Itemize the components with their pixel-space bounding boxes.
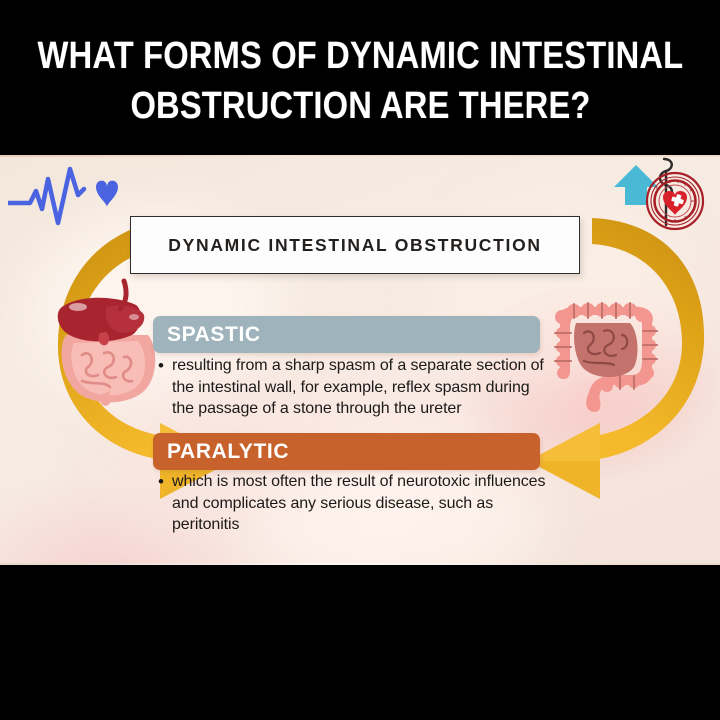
- page-title-line-1: WHAT FORMS OF DYNAMIC INTESTINAL: [37, 34, 683, 77]
- band-bottom-divider: [0, 563, 720, 565]
- medical-heart-cross-emblem: [614, 157, 705, 231]
- category-label-paralytic: PARALYTIC: [167, 439, 290, 463]
- bullet-marker: •: [158, 356, 164, 375]
- bullet-row: • resulting from a sharp spasm of a sepa…: [158, 355, 550, 420]
- bullet-row: • which is most often the result of neur…: [158, 471, 550, 536]
- page-title-line-2: OBSTRUCTION ARE THERE?: [129, 84, 591, 127]
- bullet-text-paralytic: which is most often the result of neurot…: [172, 473, 546, 533]
- slide-content-band: DYNAMIC INTESTINAL OBSTRUCTION SPASTIC •…: [0, 155, 720, 565]
- category-bar-paralytic: PARALYTIC: [153, 433, 540, 470]
- header-box: DYNAMIC INTESTINAL OBSTRUCTION: [130, 216, 580, 274]
- title-band: WHAT FORMS OF DYNAMIC INTESTINAL OBSTRUC…: [0, 0, 720, 155]
- bullet-block-paralytic: • which is most often the result of neur…: [158, 471, 550, 536]
- liver-stomach-intestine-illustration: [57, 278, 156, 406]
- large-intestine-colon-illustration: [554, 302, 658, 412]
- heart-icon: [96, 180, 118, 207]
- category-label-spastic: SPASTIC: [167, 322, 261, 346]
- bullet-block-spastic: • resulting from a sharp spasm of a sepa…: [158, 355, 550, 420]
- bottom-black-band: [0, 565, 720, 720]
- bullet-text-spastic: resulting from a sharp spasm of a separa…: [172, 357, 544, 417]
- bullet-marker: •: [158, 472, 164, 491]
- header-title: DYNAMIC INTESTINAL OBSTRUCTION: [168, 234, 542, 255]
- heartbeat-ekg-icon: [8, 166, 118, 226]
- band-top-divider: [0, 155, 720, 157]
- category-bar-spastic: SPASTIC: [153, 316, 540, 353]
